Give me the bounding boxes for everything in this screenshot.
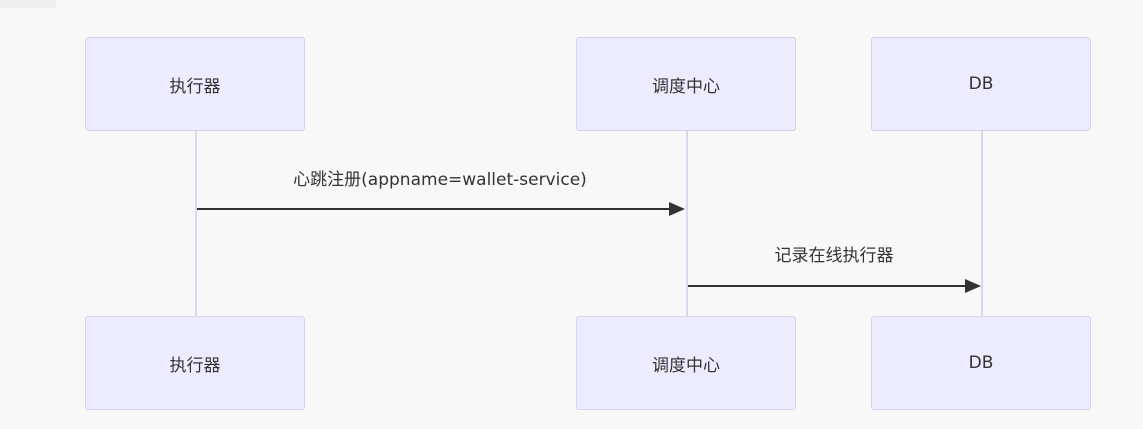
lifeline-db	[981, 131, 983, 317]
actor-db-bottom: DB	[871, 316, 1091, 410]
actor-executor-top: 执行器	[85, 37, 305, 131]
actor-label: DB	[968, 353, 994, 373]
lifeline-executor	[195, 131, 197, 317]
actor-label: DB	[968, 74, 994, 94]
actor-label: 调度中心	[652, 355, 720, 376]
actor-db-top: DB	[871, 37, 1091, 131]
actor-label: 执行器	[169, 355, 221, 376]
message-label-heartbeat: 心跳注册(appname=wallet-service)	[293, 170, 587, 190]
message-arrow-heartbeat	[197, 202, 685, 216]
actor-executor-bottom: 执行器	[85, 316, 305, 410]
actor-label: 执行器	[169, 76, 221, 97]
lifeline-scheduler	[686, 131, 688, 317]
actor-scheduler-bottom: 调度中心	[576, 316, 796, 410]
corner-tab	[0, 0, 56, 8]
actor-scheduler-top: 调度中心	[576, 37, 796, 131]
message-arrow-record	[688, 279, 981, 293]
actor-label: 调度中心	[652, 76, 720, 97]
message-label-record: 记录在线执行器	[774, 246, 894, 266]
